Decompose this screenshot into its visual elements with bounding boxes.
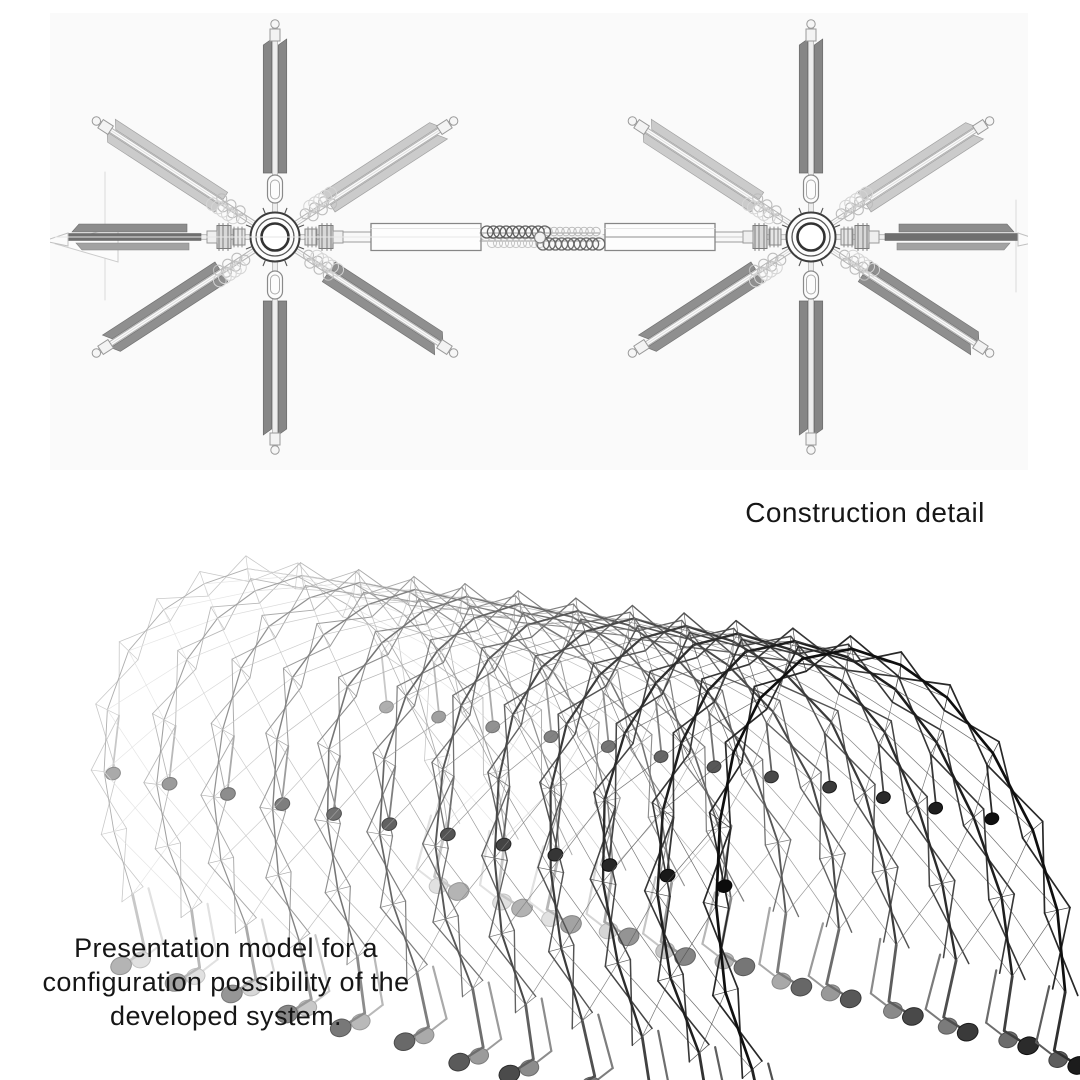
construction-detail-panel	[50, 13, 1028, 470]
caption-line: Presentation model for a	[74, 933, 378, 963]
presentation-model-caption: Presentation model for a configuration p…	[14, 931, 438, 1033]
construction-detail-caption: Construction detail	[745, 497, 985, 528]
caption-line: developed system.	[110, 1001, 342, 1031]
presentation-model-figure	[90, 555, 1080, 1080]
caption-line: configuration possibility of the	[42, 967, 410, 997]
construction-detail-drawing	[50, 19, 1028, 455]
